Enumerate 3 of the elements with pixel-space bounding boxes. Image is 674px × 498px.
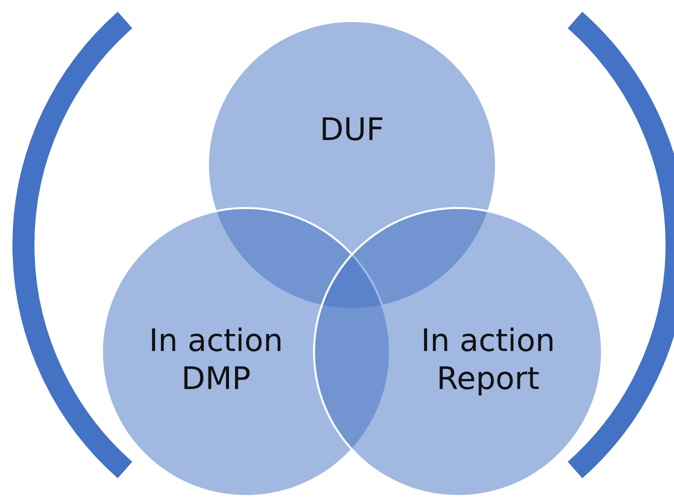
circle-label: In action Report xyxy=(420,322,556,398)
circle-label: DUF xyxy=(318,111,386,149)
circle-label: In action DMP xyxy=(148,322,284,398)
